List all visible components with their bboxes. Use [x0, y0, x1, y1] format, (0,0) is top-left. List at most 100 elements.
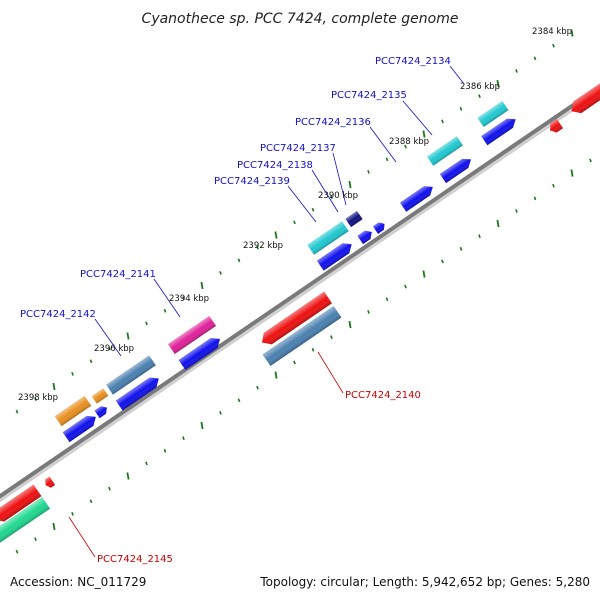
kbp-tick	[404, 284, 407, 289]
kbp-tick	[570, 169, 574, 177]
gene-2136-shade	[439, 158, 472, 184]
kbp-tick	[52, 382, 56, 391]
kbp-tick	[71, 512, 74, 516]
leader-2142	[94, 318, 122, 357]
gene-2135-cog[interactable]	[427, 136, 463, 166]
kbp-label-2388: 2388 kbp	[389, 137, 429, 147]
kbp-tick	[496, 79, 500, 88]
kbp-tick	[126, 472, 130, 480]
leader-2138	[311, 169, 339, 213]
gene-2138b[interactable]	[372, 220, 387, 234]
kbp-tick	[71, 372, 74, 376]
kbp-tick	[552, 43, 555, 48]
gene-label-2141[interactable]: PCC7424_2141	[80, 269, 156, 280]
kbp-tick	[478, 94, 481, 99]
gene-2133[interactable]	[547, 119, 564, 135]
gene-2140[interactable]	[258, 291, 332, 349]
gene-2144[interactable]	[62, 412, 100, 443]
gene-2145[interactable]	[0, 484, 42, 526]
gene-2137-cog-shade	[345, 210, 363, 228]
kbp-label-2398: 2398 kbp	[18, 393, 58, 403]
gene-label-2138[interactable]: PCC7424_2138	[237, 160, 313, 171]
kbp-tick	[330, 335, 333, 340]
gene-label-2139[interactable]: PCC7424_2139	[214, 176, 290, 187]
kbp-tick	[293, 220, 296, 225]
gene-2144-cog[interactable]	[54, 395, 92, 427]
gene-2145-shade	[0, 484, 42, 522]
leader-lines-reverse	[68, 351, 344, 558]
gene-2142[interactable]	[115, 374, 162, 411]
gene-2138-shade	[357, 230, 372, 245]
kbp-label-2390: 2390 kbp	[318, 191, 358, 201]
gene-2134-cog[interactable]	[477, 101, 509, 127]
gene-label-2142[interactable]: PCC7424_2142	[20, 309, 96, 320]
gene-2144-cog-shade	[54, 395, 92, 427]
gene-2140-shade	[261, 291, 332, 345]
gene-2139-shade	[316, 243, 352, 271]
kbp-tick	[293, 360, 296, 365]
gene-2140-cog-shade	[262, 305, 342, 367]
kbp-tick	[515, 209, 518, 213]
gene-2138[interactable]	[357, 228, 374, 245]
kbp-tick	[311, 347, 315, 352]
gene-label-2134[interactable]: PCC7424_2134	[375, 56, 451, 67]
kbp-tick	[219, 411, 222, 415]
gene-2143-cog[interactable]	[91, 388, 109, 404]
gene-2139-cog[interactable]	[307, 221, 349, 255]
kbp-tick	[441, 119, 444, 124]
kbp-tick	[108, 486, 111, 491]
kbp-tick	[256, 245, 259, 250]
gene-2146-shade	[45, 476, 56, 488]
kbp-tick	[52, 522, 56, 531]
gene-label-2135[interactable]: PCC7424_2135	[331, 90, 407, 101]
kbp-tick	[385, 157, 389, 162]
gene-2136[interactable]	[439, 155, 474, 184]
kbp-tick	[515, 69, 518, 73]
gene-2134[interactable]	[481, 115, 519, 146]
leader-2141	[153, 278, 181, 318]
gene-label-2137[interactable]: PCC7424_2137	[260, 143, 336, 154]
kbp-label-2394: 2394 kbp	[169, 294, 209, 304]
kbp-tick	[108, 346, 111, 351]
gene-2141-cog-shade	[167, 315, 217, 355]
kbp-tick	[311, 207, 315, 212]
gene-2135-cog-shade	[427, 136, 463, 166]
gene-2133-shade	[550, 119, 564, 133]
kbp-tick	[89, 359, 93, 364]
kbp-tick	[367, 170, 370, 174]
gene-2141[interactable]	[178, 334, 224, 370]
gene-2145-cog[interactable]	[0, 497, 51, 547]
kbp-tick	[348, 180, 352, 189]
gene-label-2140[interactable]: PCC7424_2140	[345, 390, 421, 401]
gene-2142-cog[interactable]	[106, 355, 156, 395]
leader-2136	[369, 126, 397, 163]
gene-2137-cog[interactable]	[345, 210, 363, 228]
gene-2140-cog[interactable]	[262, 305, 342, 367]
gene-2137-track[interactable]	[400, 182, 436, 212]
gene-label-2145[interactable]: PCC7424_2145	[97, 554, 173, 565]
gene-2141-cog[interactable]	[167, 315, 217, 355]
kbp-tick	[404, 144, 407, 149]
kbp-tick	[274, 371, 278, 379]
gene-2132[interactable]	[568, 82, 600, 117]
kbp-tick	[533, 56, 537, 61]
kbp-tick	[34, 397, 37, 402]
accession-text: Accession: NC_011729	[10, 575, 146, 589]
gene-2144-shade	[62, 415, 96, 443]
leader-2135	[402, 100, 433, 136]
gene-2143[interactable]	[94, 404, 110, 419]
kbp-tick	[274, 231, 278, 239]
gene-label-2136[interactable]: PCC7424_2136	[295, 117, 371, 128]
kbp-tick	[533, 196, 537, 201]
gene-2134-cog-shade	[477, 101, 509, 127]
gene-2146[interactable]	[43, 476, 56, 490]
kbp-tick	[330, 195, 333, 200]
gene-2139[interactable]	[316, 239, 355, 271]
gene-2137-track-shade	[400, 186, 433, 212]
kbp-tick	[15, 409, 19, 414]
leader-lines	[94, 65, 465, 357]
kbp-tick	[552, 183, 555, 188]
gene-2143-shade	[94, 406, 107, 419]
gene-2143-cog-shade	[91, 388, 109, 404]
kbp-label-2392: 2392 kbp	[243, 241, 283, 251]
